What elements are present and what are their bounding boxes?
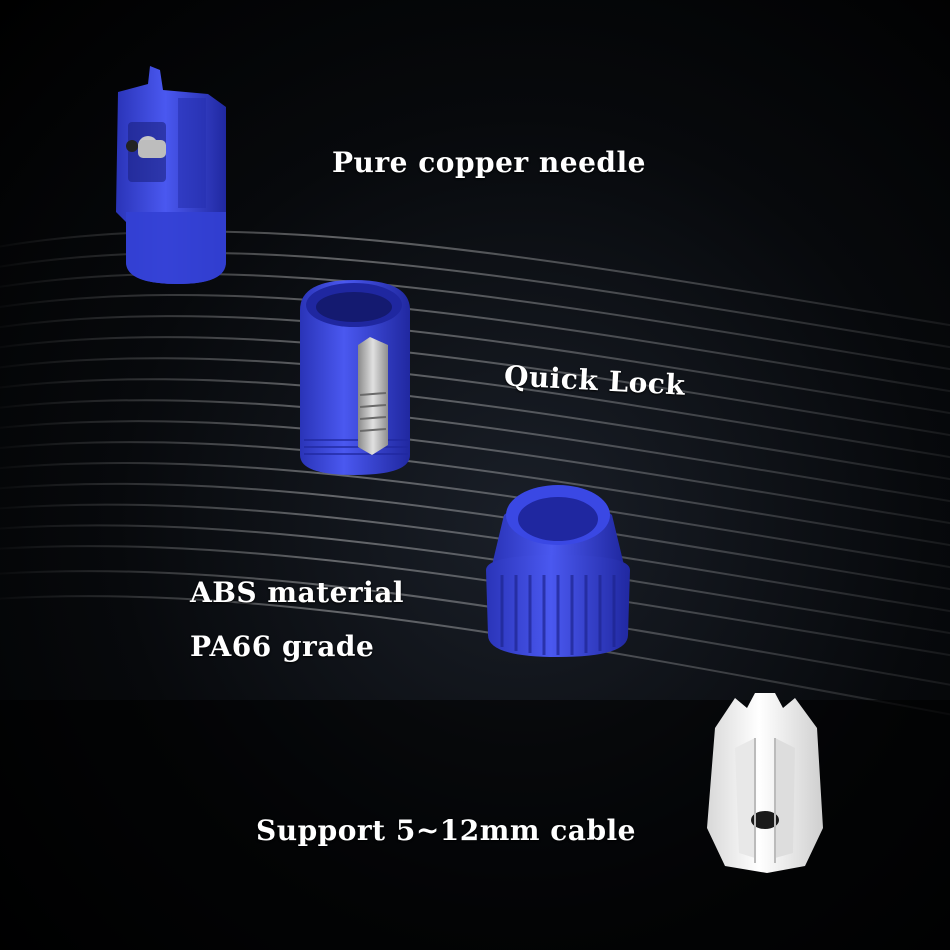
quick-lock-part [300,280,410,475]
cap-nut-part [486,485,630,657]
copper-needle-label: Pure copper needle [332,146,646,179]
connector-body-part [116,66,226,284]
cable-support-label: Support 5~12mm cable [256,814,636,847]
cable-clamp-insert-part [707,693,823,873]
pa66-grade-label: PA66 grade [190,630,375,663]
abs-material-label: ABS material [190,576,405,609]
